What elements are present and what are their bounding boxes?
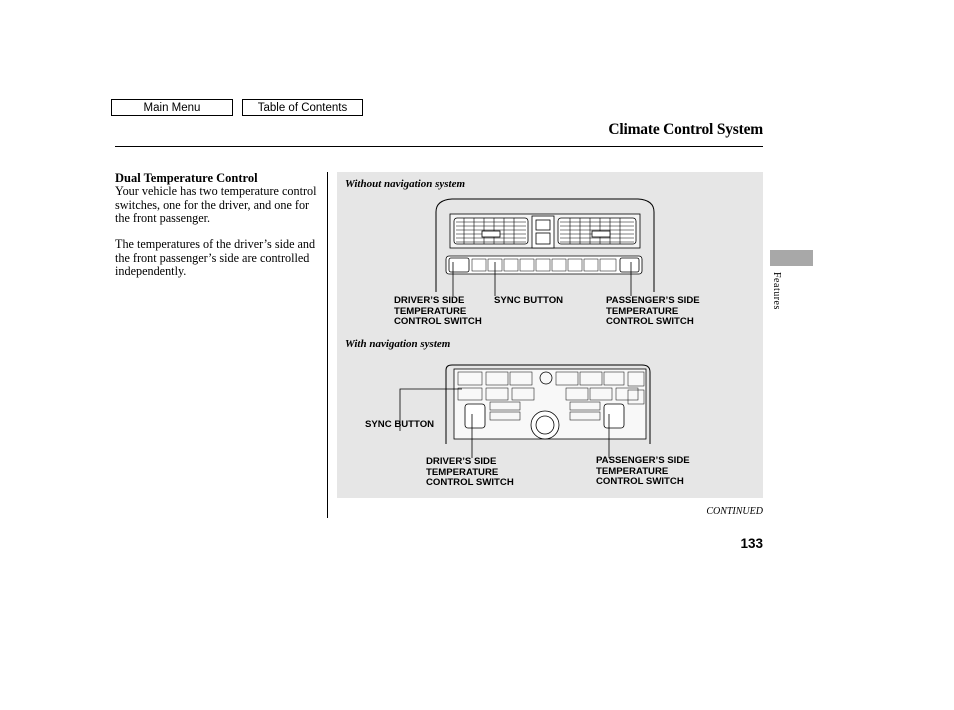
figure-caption-with-nav: With navigation system	[345, 338, 451, 350]
body-paragraph: Your vehicle has two temperature control…	[115, 184, 317, 226]
callout-sync-button: SYNC BUTTON	[365, 419, 435, 430]
callout-driver-switch: DRIVER’S SIDE TEMPERATURE CONTROL SWITCH	[394, 295, 482, 327]
column-divider	[327, 172, 328, 518]
body-paragraph: The temperatures of the driver’s side an…	[115, 237, 316, 279]
main-menu-button[interactable]: Main Menu	[111, 99, 233, 116]
callout-passenger-switch: PASSENGER’S SIDE TEMPERATURE CONTROL SWI…	[606, 295, 700, 327]
callout-sync-button: SYNC BUTTON	[494, 295, 564, 306]
climate-panel-with-nav	[399, 364, 651, 458]
figure-caption-without-nav: Without navigation system	[345, 178, 466, 190]
callout-passenger-switch: PASSENGER’S SIDE TEMPERATURE CONTROL SWI…	[596, 455, 690, 487]
page-number: 133	[740, 536, 763, 551]
continued-label: CONTINUED	[706, 506, 763, 517]
section-tab-marker	[770, 250, 813, 266]
callout-driver-switch: DRIVER’S SIDE TEMPERATURE CONTROL SWITCH	[426, 456, 514, 488]
page-title: Climate Control System	[608, 121, 763, 138]
section-tab-label: Features	[771, 272, 782, 310]
title-divider	[115, 146, 763, 147]
section-heading: Dual Temperature Control	[115, 171, 258, 185]
climate-panel-without-nav	[435, 198, 655, 296]
table-of-contents-button[interactable]: Table of Contents	[242, 99, 363, 116]
